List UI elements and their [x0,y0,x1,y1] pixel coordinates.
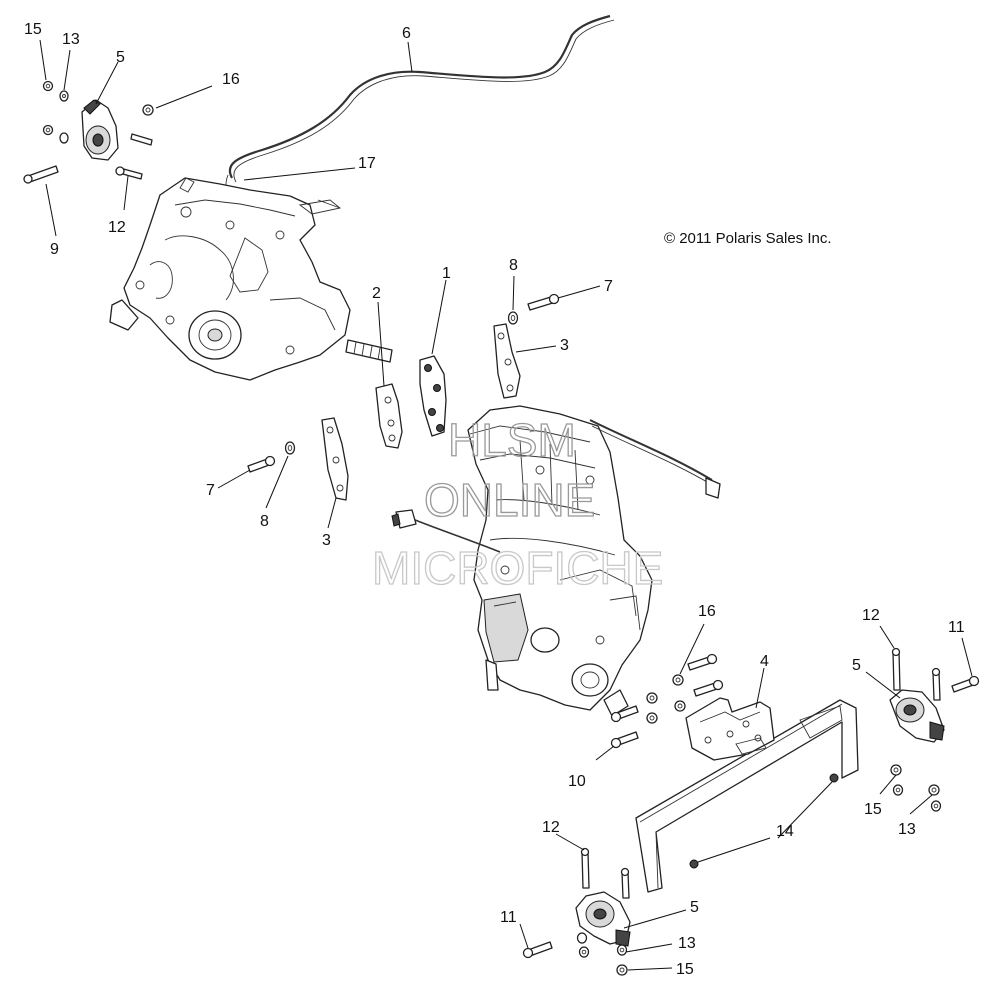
callout-7: 7 [604,278,613,295]
watermark-line-2: ONLINE [424,474,595,526]
copyright-notice: © 2011 Polaris Sales Inc. [664,230,832,247]
transmission-mount-upper [81,99,119,161]
callout-labels: 15 13 5 16 6 17 12 9 1 2 8 7 3 7 8 3 16 … [24,21,965,978]
callout-17: 17 [358,155,376,172]
callout-11-lower: 11 [500,909,517,926]
callout-7-lower: 7 [206,482,215,499]
bracket-1 [419,355,447,437]
callout-11-right: 11 [948,619,965,636]
bracket-3-lower [321,417,349,501]
callout-5: 5 [116,49,125,66]
engine-mount-hardware [610,653,724,749]
callout-12-lower: 12 [542,819,560,836]
callout-5-lower: 5 [690,899,699,916]
frame-bracket [635,697,859,893]
transmission [109,177,393,381]
callout-6: 6 [402,25,411,42]
leader-lines [39,39,973,971]
bracket-3-upper [493,323,521,399]
watermark-line-1: HLSM [448,414,576,466]
callout-15-lower: 15 [676,961,694,978]
callout-8: 8 [509,257,518,274]
callout-4: 4 [760,653,769,670]
watermark: HLSM ONLINE MICROFICHE [371,413,664,594]
callout-13: 13 [62,31,80,48]
callout-10: 10 [568,773,586,790]
callout-9: 9 [50,241,59,258]
watermark-line-3: MICROFICHE [372,542,663,594]
callout-15: 15 [24,21,42,38]
callout-12: 12 [108,219,126,236]
callout-14: 14 [776,823,794,840]
callout-13-right: 13 [898,821,916,838]
callout-3: 3 [560,337,569,354]
engine-mount-right [889,647,980,812]
callout-1: 1 [442,265,451,282]
cable-assembly [225,14,615,199]
callout-16: 16 [222,71,240,88]
callout-15-right: 15 [864,801,882,818]
callout-13-lower: 13 [678,935,696,952]
callout-5-right: 5 [852,657,861,674]
callout-16-lower: 16 [698,603,716,620]
callout-2: 2 [372,285,381,302]
bracket-hardware [247,293,560,473]
callout-3-lower: 3 [322,532,331,549]
callout-8-lower: 8 [260,513,269,530]
callout-12-right: 12 [862,607,880,624]
bracket-2 [375,383,403,449]
hardware-upper-left [23,80,154,184]
engine [391,405,721,717]
engine-mount-lower [522,847,631,976]
